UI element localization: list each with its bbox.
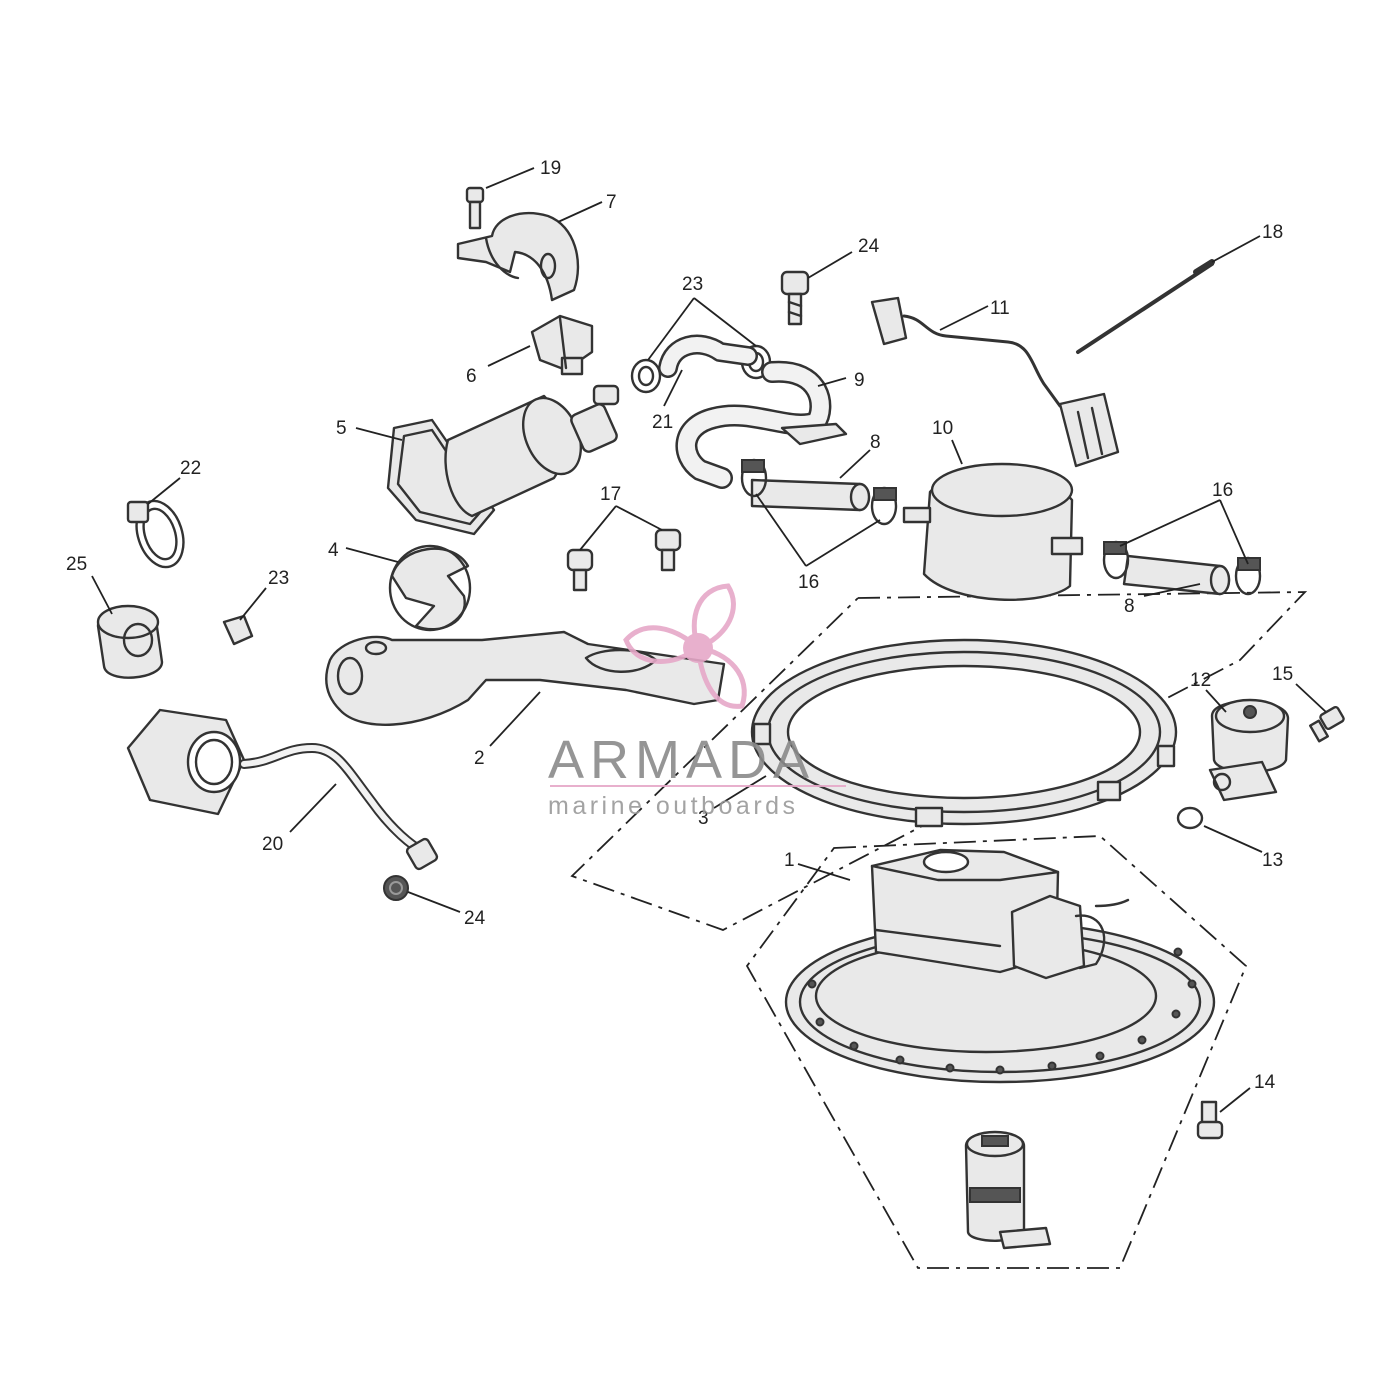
- screw-17b-icon: [654, 528, 682, 572]
- hose-8b-icon: [1122, 554, 1231, 596]
- regulator-12-icon: [1208, 698, 1290, 802]
- callout-1: 1: [784, 850, 795, 871]
- flange-bolt-holes: [807, 947, 1197, 1075]
- callout-4: 4: [328, 540, 339, 561]
- callout-23-left: 23: [268, 568, 289, 589]
- hose-8a-icon: [750, 478, 871, 512]
- callout-8-right: 8: [1124, 596, 1135, 617]
- callout-24-bottom: 24: [464, 908, 486, 929]
- rod-18-icon: [1076, 259, 1215, 354]
- callout-6: 6: [466, 366, 477, 387]
- callout-20: 20: [262, 834, 283, 855]
- lower-group-outline: [745, 835, 1248, 1269]
- flange-1-icon: [784, 848, 1216, 1084]
- connector-bottom-icon: [964, 1130, 1052, 1250]
- bracket-arm-2-icon: [325, 630, 726, 726]
- clamp-16b-icon: [870, 486, 898, 526]
- bolt-24-icon: [780, 270, 810, 326]
- clamp-16c-icon: [1102, 540, 1130, 580]
- seal-ring-3-icon: [750, 638, 1178, 828]
- clamp-22-icon: [126, 499, 185, 569]
- callout-14: 14: [1254, 1072, 1276, 1093]
- bolt-19-icon: [465, 186, 485, 230]
- clamp-23a-icon: [630, 358, 662, 394]
- callout-10: 10: [932, 418, 953, 439]
- fuel-pump-5-icon: [386, 384, 620, 536]
- screw-15-icon: [1308, 705, 1345, 743]
- callout-12: 12: [1190, 670, 1211, 691]
- callout-2: 2: [474, 748, 485, 769]
- screw-14-icon: [1196, 1100, 1224, 1140]
- callout-19: 19: [540, 158, 561, 179]
- callout-9: 9: [854, 370, 865, 391]
- callout-21: 21: [652, 412, 673, 433]
- callout-23-top: 23: [682, 274, 703, 295]
- callout-18: 18: [1262, 222, 1283, 243]
- callout-8-top: 8: [870, 432, 881, 453]
- fuel-filter-10-icon: [902, 462, 1084, 601]
- retainer-4-icon: [388, 544, 472, 632]
- clamp-16d-icon: [1234, 556, 1262, 596]
- callout-7: 7: [606, 192, 617, 213]
- callout-24-top: 24: [858, 236, 880, 257]
- hose-21-icon: [658, 334, 758, 378]
- sender-20-icon: [126, 708, 439, 871]
- harness-11-icon: [870, 296, 1120, 468]
- propeller-logo-icon: [623, 583, 747, 709]
- callout-16-right: 16: [1212, 480, 1233, 501]
- nut-24-icon: [383, 875, 409, 901]
- callout-16-mid: 16: [798, 572, 819, 593]
- callout-22: 22: [180, 458, 201, 479]
- watermark-tagline: marine outboards: [548, 792, 799, 820]
- callout-3: 3: [698, 808, 709, 829]
- callout-13: 13: [1262, 850, 1283, 871]
- clamp-16a-icon: [740, 458, 768, 498]
- connector-6-icon: [530, 314, 594, 376]
- leader-lines: [91, 167, 1327, 1113]
- watermark-word: ARMADA: [548, 730, 815, 790]
- callout-5: 5: [336, 418, 347, 439]
- grommet-25-icon: [96, 604, 164, 679]
- callout-15: 15: [1272, 664, 1293, 685]
- callout-17: 17: [600, 484, 621, 505]
- callout-25: 25: [66, 554, 87, 575]
- clip-23c-icon: [222, 614, 254, 646]
- hose-9-icon: [675, 360, 848, 489]
- callout-labels: 19 7 24 18 23 6 11 9 21 5 8 10 22 17 16 …: [66, 158, 1293, 1093]
- callout-11: 11: [990, 298, 1010, 319]
- bracket-7-icon: [456, 212, 580, 302]
- o-ring-13-icon: [1176, 806, 1204, 830]
- watermark: ARMADA marine outboards: [548, 583, 846, 820]
- screw-17a-icon: [566, 548, 594, 592]
